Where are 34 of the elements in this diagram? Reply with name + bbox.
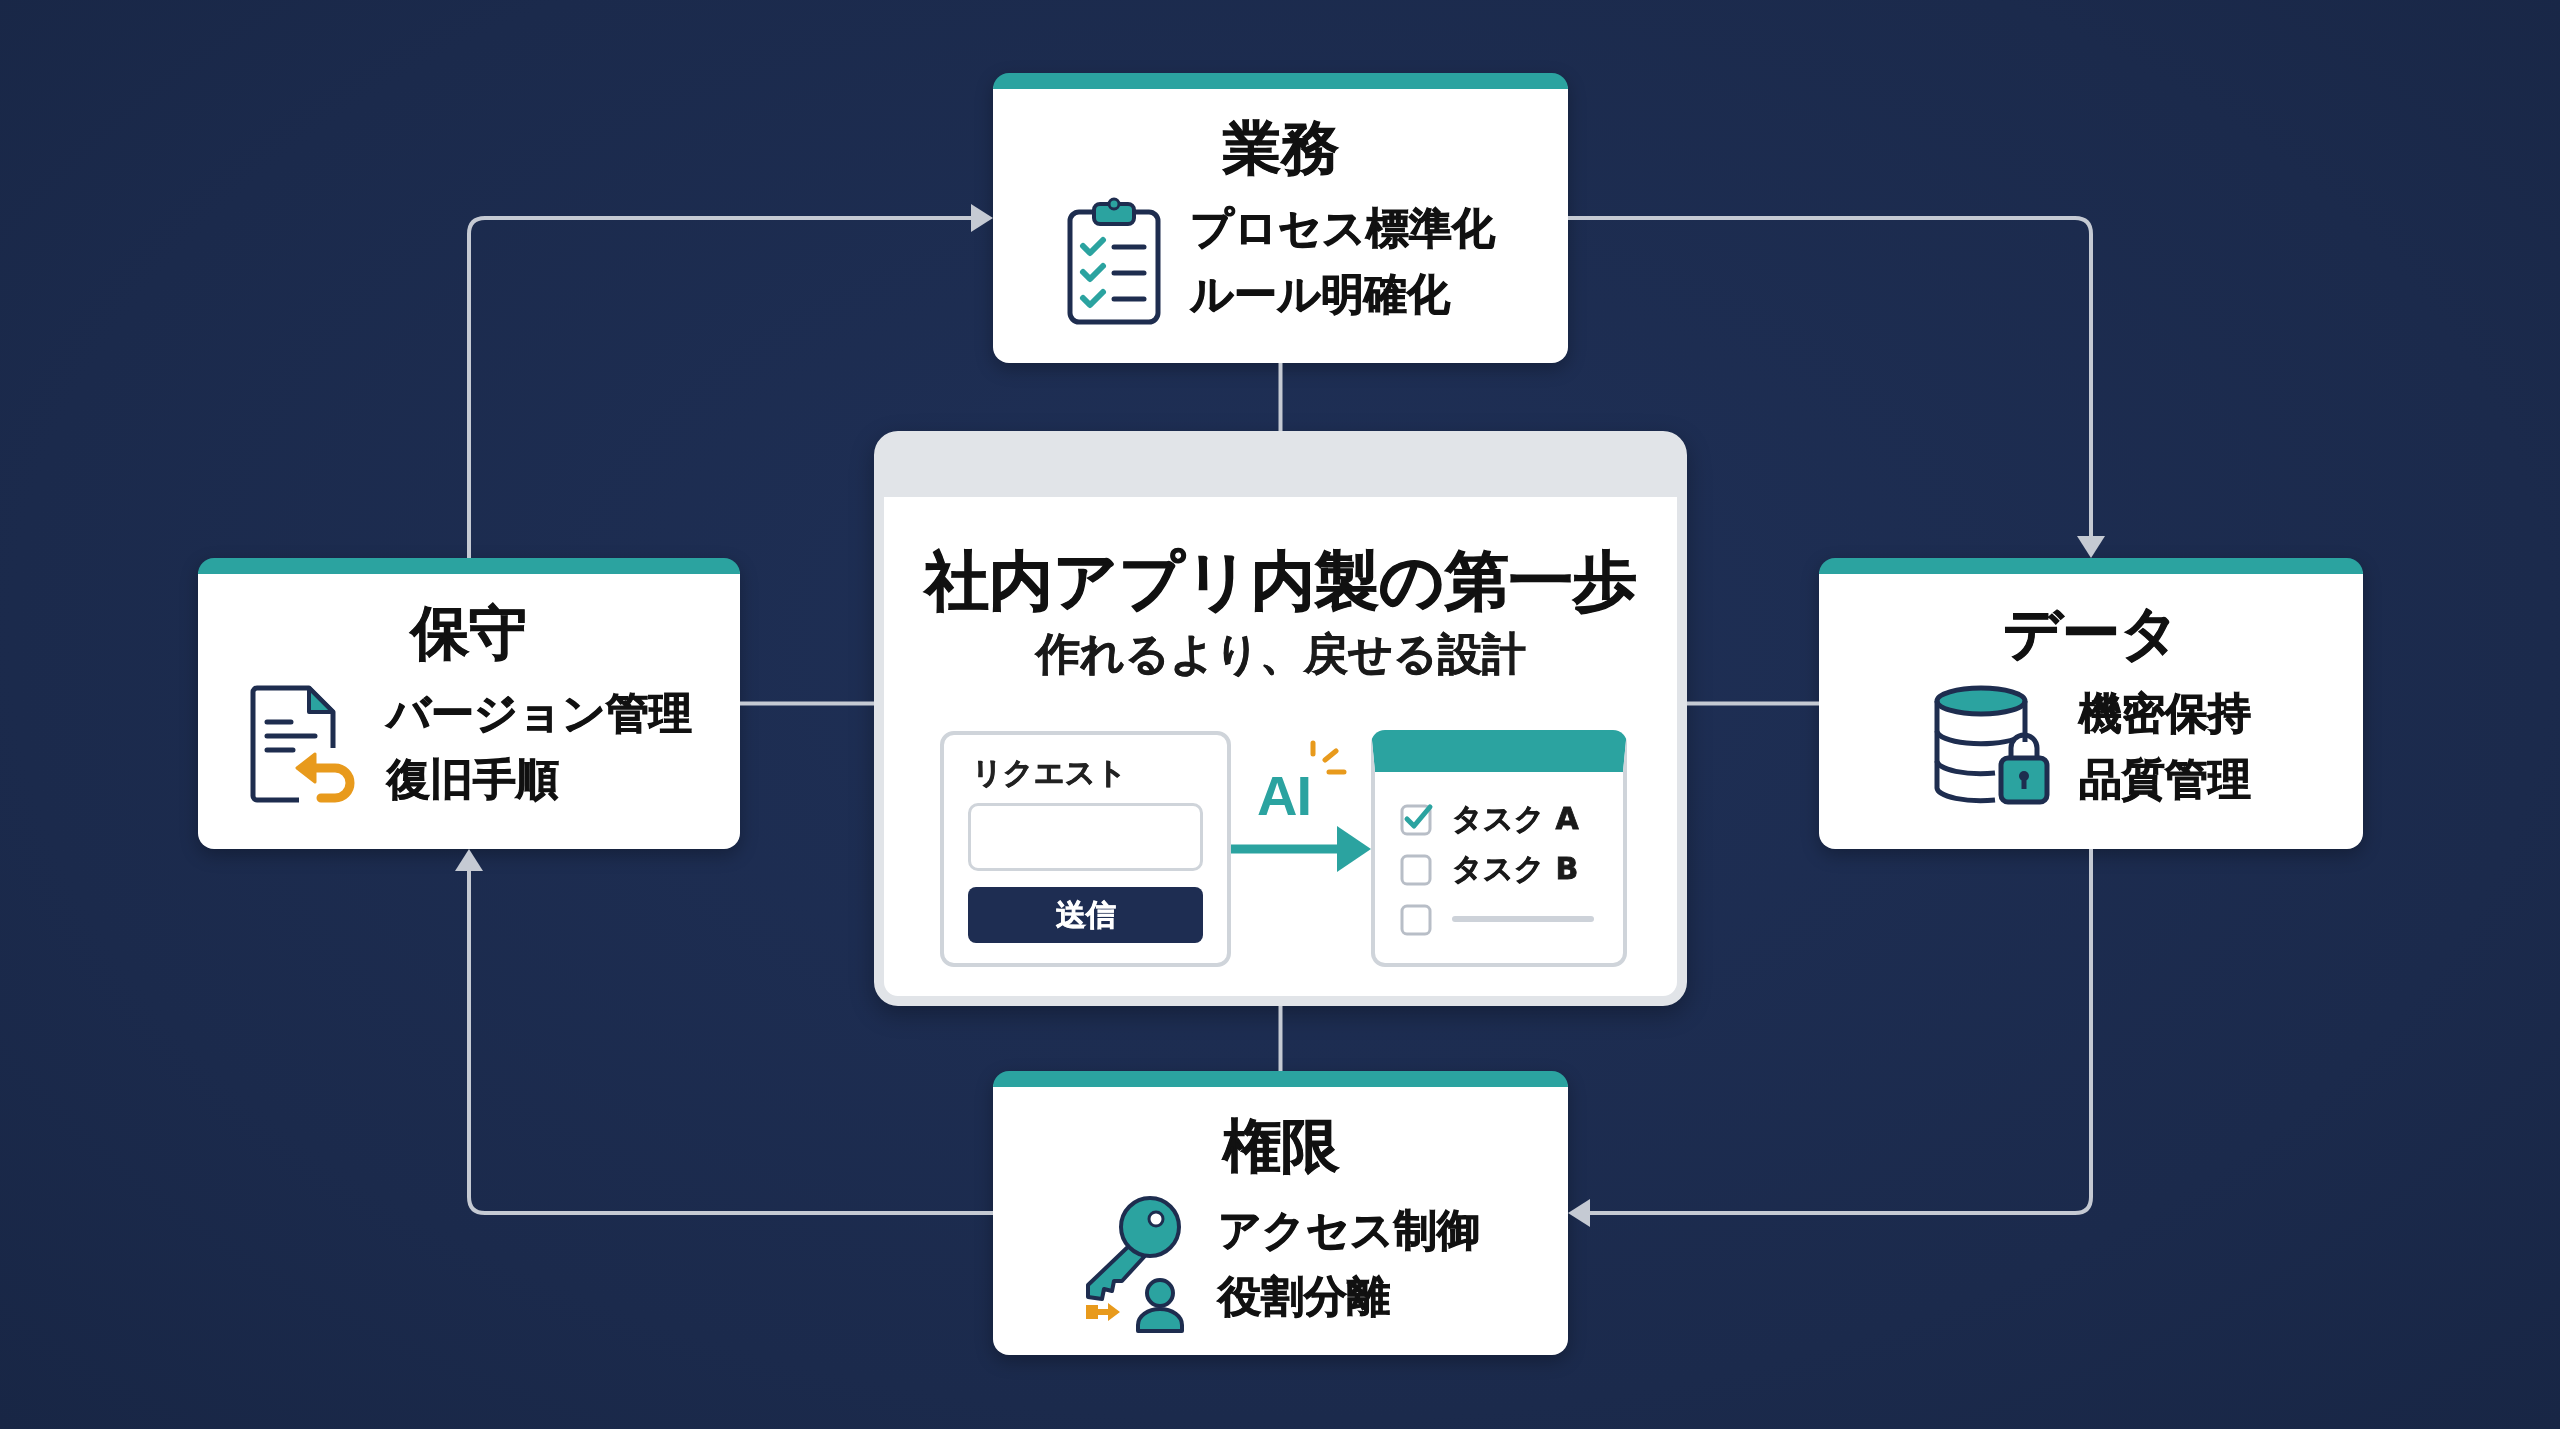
card-heading: 保守 bbox=[411, 602, 527, 664]
connector-line bbox=[1278, 1006, 1283, 1071]
card-heading: データ bbox=[2003, 602, 2179, 664]
category-card bbox=[198, 558, 740, 849]
card-item: 役割分離 bbox=[1217, 1270, 1390, 1323]
task-label: タスク A bbox=[1452, 799, 1579, 838]
send-button: 送信 bbox=[968, 887, 1203, 943]
card-item: バージョン管理 bbox=[386, 687, 692, 740]
category-card bbox=[1819, 558, 2363, 849]
panel-subtitle: 作れるより、戻せる設計 bbox=[1035, 627, 1526, 681]
connector-line bbox=[740, 701, 874, 706]
request-form-card bbox=[940, 731, 1231, 967]
card-item: ルール明確化 bbox=[1190, 268, 1450, 321]
form-label: リクエスト bbox=[972, 755, 1127, 791]
card-heading: 権限 bbox=[1222, 1115, 1339, 1177]
task-list-card bbox=[1371, 730, 1627, 967]
connector-arrow bbox=[467, 204, 993, 558]
connector-line bbox=[1278, 363, 1283, 431]
panel-title: 社内アプリ内製の第一歩 bbox=[924, 543, 1637, 620]
card-item: 品質管理 bbox=[2079, 753, 2251, 806]
category-card bbox=[993, 1071, 1568, 1355]
connector-line bbox=[1687, 701, 1819, 706]
connector-arrow bbox=[1568, 216, 2105, 558]
card-heading: 業務 bbox=[1222, 117, 1339, 179]
card-item: 機密保持 bbox=[2079, 687, 2251, 740]
connector-arrow bbox=[1568, 849, 2093, 1227]
task-label: タスク B bbox=[1452, 849, 1579, 888]
card-item: プロセス標準化 bbox=[1190, 202, 1495, 255]
app-window-panel bbox=[874, 431, 1687, 1006]
connector-arrow bbox=[455, 849, 993, 1215]
category-card bbox=[993, 73, 1568, 363]
connector-arrow bbox=[1231, 826, 1371, 872]
card-item: アクセス制御 bbox=[1217, 1204, 1480, 1257]
card-item: 復旧手順 bbox=[386, 753, 559, 806]
